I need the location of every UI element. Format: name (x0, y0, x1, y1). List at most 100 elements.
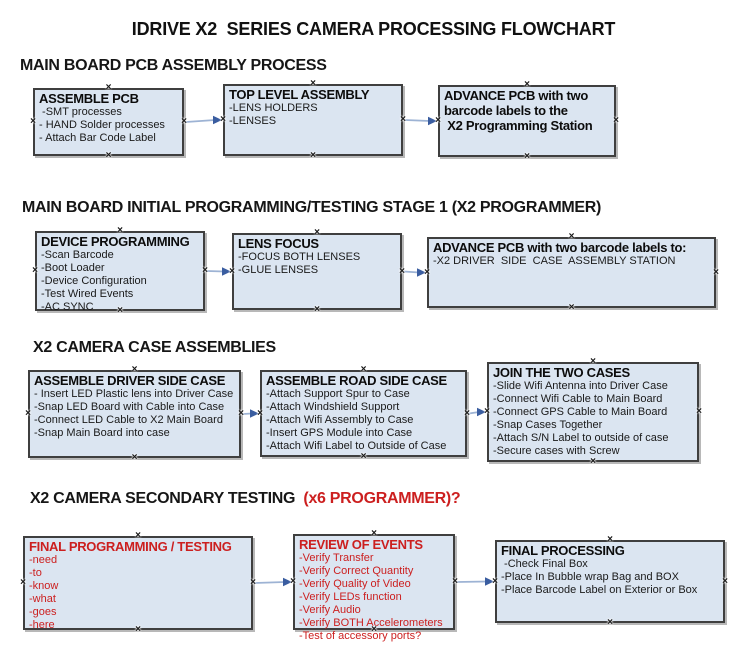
box-body: -Check Final Box -Place In Bubble wrap B… (501, 558, 698, 596)
connection-handle-icon[interactable]: × (524, 151, 530, 162)
connection-handle-icon[interactable]: × (105, 82, 112, 93)
connection-handle-icon[interactable]: × (464, 407, 470, 419)
box-title: ASSEMBLE ROAD SIDE CASE (266, 373, 447, 388)
connection-handle-icon[interactable]: × (607, 617, 613, 628)
connection-handle-icon[interactable]: × (310, 78, 316, 89)
connection-handle-icon[interactable]: × (105, 150, 112, 161)
section-header-text: X2 CAMERA SECONDARY TESTING (30, 490, 304, 507)
connection-handle-icon[interactable]: × (435, 115, 441, 126)
box-title: ADVANCE PCB with two barcode labels to: (433, 240, 687, 255)
connection-handle-icon[interactable]: × (117, 225, 123, 236)
connection-handle-icon[interactable]: × (238, 408, 244, 419)
flow-box-r2b3[interactable]: ADVANCE PCB with two barcode labels to:-… (427, 237, 716, 308)
flow-box-r1b3[interactable]: ADVANCE PCB with two barcode labels to t… (438, 85, 616, 157)
box-body: -Scan Barcode -Boot Loader -Device Confi… (41, 249, 147, 313)
section-header-s3: X2 CAMERA CASE ASSEMBLIES (33, 339, 276, 357)
box-body: -X2 DRIVER SIDE CASE ASSEMBLY STATION (433, 255, 676, 267)
connection-handle-icon[interactable]: × (250, 577, 256, 588)
box-title: FINAL PROGRAMMING / TESTING (29, 539, 232, 554)
box-body: -Attach Support Spur to Case -Attach Win… (266, 388, 447, 452)
connection-handle-icon[interactable]: × (135, 624, 141, 635)
connection-handle-icon[interactable]: × (360, 451, 367, 462)
box-body: -FOCUS BOTH LENSES -GLUE LENSES (238, 251, 361, 276)
connection-handle-icon[interactable]: × (452, 576, 458, 587)
section-header-s1: MAIN BOARD PCB ASSEMBLY PROCESS (20, 57, 327, 75)
box-title: JOIN THE TWO CASES (493, 365, 630, 380)
flow-box-r1b2[interactable]: TOP LEVEL ASSEMBLY-LENS HOLDERS -LENSES (223, 84, 403, 156)
page-title: IDRIVE X2 SERIES CAMERA PROCESSING FLOWC… (131, 19, 616, 39)
connection-handle-icon[interactable]: × (314, 304, 320, 315)
flow-box-r3b3[interactable]: JOIN THE TWO CASES-Slide Wifi Antenna in… (487, 362, 699, 462)
flow-box-r4b1[interactable]: FINAL PROGRAMMING / TESTING-need -to -kn… (23, 536, 253, 631)
connection-handle-icon[interactable]: × (220, 114, 226, 125)
connector-arrow-r3b1-r3b2[interactable] (242, 409, 259, 418)
flow-box-r4b3[interactable]: FINAL PROCESSING -Check Final Box -Place… (495, 540, 725, 623)
connection-handle-icon[interactable]: × (181, 116, 187, 127)
connection-handle-icon[interactable]: × (613, 115, 619, 126)
connection-handle-icon[interactable]: × (117, 305, 123, 316)
box-body: -Verify Transfer -Verify Correct Quantit… (299, 552, 443, 642)
box-body: -LENS HOLDERS -LENSES (229, 102, 318, 127)
connector-arrow-r3b2-r3b3[interactable] (468, 407, 486, 417)
flow-box-r2b2[interactable]: LENS FOCUS-FOCUS BOTH LENSES -GLUE LENSE… (232, 233, 402, 310)
connection-handle-icon[interactable]: × (131, 452, 138, 463)
connector-arrow-r2b1-r2b2[interactable] (206, 267, 231, 276)
flow-box-r3b1[interactable]: ASSEMBLE DRIVER SIDE CASE- Insert LED Pl… (28, 370, 241, 458)
connection-handle-icon[interactable]: × (696, 406, 702, 417)
box-title: ADVANCE PCB with two barcode labels to t… (444, 88, 593, 133)
section-header-text: X2 CAMERA CASE ASSEMBLIES (33, 339, 276, 356)
connection-handle-icon[interactable]: × (360, 364, 367, 375)
connection-handle-icon[interactable]: × (202, 265, 208, 276)
connection-handle-icon[interactable]: × (424, 266, 430, 278)
box-body: -Slide Wifi Antenna into Driver Case -Co… (493, 380, 669, 457)
connection-handle-icon[interactable]: × (135, 530, 141, 541)
flow-box-r3b2[interactable]: ASSEMBLE ROAD SIDE CASE-Attach Support S… (260, 370, 467, 457)
connection-handle-icon[interactable]: × (257, 407, 263, 419)
flow-box-r4b2[interactable]: REVIEW OF EVENTS-Verify Transfer -Verify… (293, 534, 455, 642)
connection-handle-icon[interactable]: × (722, 575, 728, 587)
flow-box-r2b1[interactable]: DEVICE PROGRAMMING-Scan Barcode -Boot Lo… (35, 231, 205, 313)
connection-handle-icon[interactable]: × (399, 265, 405, 277)
box-body: -SMT processes - HAND Solder processes -… (39, 106, 165, 144)
connector-arrow-r1b2-r1b3[interactable] (404, 116, 437, 126)
connection-handle-icon[interactable]: × (229, 265, 235, 277)
connection-handle-icon[interactable]: × (371, 624, 377, 635)
section-header-s4: X2 CAMERA SECONDARY TESTING (x6 PROGRAMM… (30, 490, 461, 508)
connector-arrow-r1b1-r1b2[interactable] (185, 115, 222, 125)
connection-handle-icon[interactable]: × (400, 114, 406, 125)
connection-handle-icon[interactable]: × (314, 227, 320, 238)
box-title: DEVICE PROGRAMMING (41, 234, 190, 249)
connection-handle-icon[interactable]: × (492, 575, 498, 587)
connection-handle-icon[interactable]: × (590, 456, 596, 467)
connector-arrow-r4b2-r4b3[interactable] (456, 577, 494, 586)
connection-handle-icon[interactable]: × (131, 364, 138, 375)
connection-handle-icon[interactable]: × (713, 266, 719, 278)
connection-handle-icon[interactable]: × (371, 528, 377, 539)
connector-arrow-r4b1-r4b2[interactable] (254, 577, 292, 587)
connection-handle-icon[interactable]: × (30, 116, 36, 127)
section-header-text: MAIN BOARD PCB ASSEMBLY PROCESS (20, 57, 327, 74)
connection-handle-icon[interactable]: × (524, 79, 530, 90)
box-title: REVIEW OF EVENTS (299, 537, 423, 552)
connector-arrow-r2b2-r2b3[interactable] (403, 268, 426, 277)
connection-handle-icon[interactable]: × (607, 534, 613, 545)
connection-handle-icon[interactable]: × (568, 231, 575, 242)
section-header-text: MAIN BOARD INITIAL PROGRAMMING/TESTING S… (22, 199, 602, 216)
box-title: ASSEMBLE PCB (39, 91, 139, 106)
connection-handle-icon[interactable]: × (310, 150, 316, 161)
connection-handle-icon[interactable]: × (20, 577, 26, 588)
connection-handle-icon[interactable]: × (25, 408, 31, 419)
connection-handle-icon[interactable]: × (290, 576, 296, 587)
box-title: ASSEMBLE DRIVER SIDE CASE (34, 373, 226, 388)
box-body: -need -to -know -what -goes -here (29, 554, 59, 631)
section-header-s2: MAIN BOARD INITIAL PROGRAMMING/TESTING S… (22, 199, 601, 217)
connection-handle-icon[interactable]: × (484, 406, 490, 417)
connection-handle-icon[interactable]: × (568, 302, 575, 313)
flow-box-r1b1[interactable]: ASSEMBLE PCB -SMT processes - HAND Solde… (33, 88, 184, 156)
box-body: - Insert LED Plastic lens into Driver Ca… (34, 388, 234, 439)
connection-handle-icon[interactable]: × (32, 265, 38, 276)
section-header-accent-text: (x6 PROGRAMMER)? (303, 490, 461, 507)
connection-handle-icon[interactable]: × (590, 356, 596, 367)
